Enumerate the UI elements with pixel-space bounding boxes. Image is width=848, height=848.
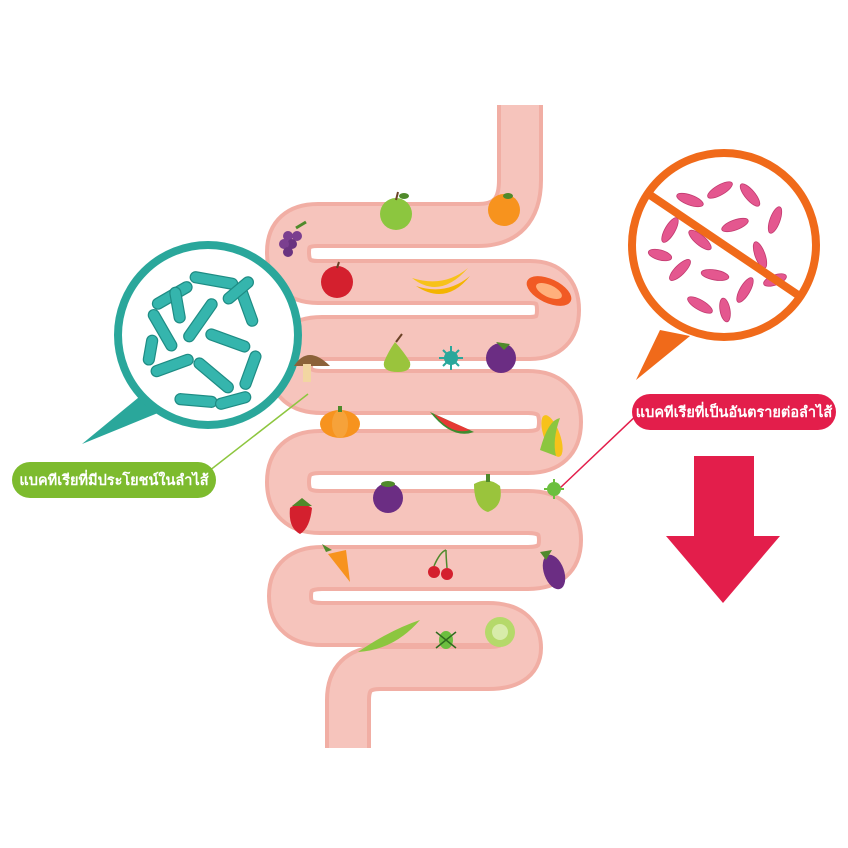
eggplant-icon [540, 550, 566, 590]
grapes-icon [279, 220, 307, 257]
pea-pod-icon [358, 620, 420, 652]
pear-icon [383, 333, 411, 372]
harmful-connector-line [559, 411, 641, 489]
apple-icon [380, 191, 412, 230]
cherry-icon [428, 549, 453, 580]
watermelon-icon [430, 412, 474, 434]
papaya-icon [526, 276, 572, 306]
virus-icon [439, 346, 463, 370]
good-bacteria-magnifier [82, 241, 302, 444]
harmful-bacteria-label: แบคทีเรียที่เป็นอันตรายต่อลำไส้ [632, 394, 836, 430]
bell-pepper-icon [474, 474, 501, 512]
bug-icon [435, 631, 457, 649]
mangosteen-icon [373, 481, 403, 513]
pumpkin-icon [320, 406, 360, 438]
germ-icon [544, 479, 564, 499]
mushroom-icon [294, 355, 330, 382]
corn-icon [540, 415, 563, 457]
down-arrow-icon [666, 456, 780, 603]
red-apple-icon [321, 261, 353, 298]
harmful-bacteria-magnifier [628, 149, 820, 380]
good-bacteria-label: แบคทีเรียที่มีประโยชน์ในลำไส้ [12, 462, 216, 498]
cabbage-icon [485, 617, 515, 647]
strawberry-icon [289, 498, 312, 534]
good-connector-line [199, 393, 309, 479]
carrot-icon [322, 544, 350, 582]
orange-icon [488, 193, 520, 226]
eggplant-icon [486, 342, 516, 373]
banana-icon [412, 268, 470, 294]
